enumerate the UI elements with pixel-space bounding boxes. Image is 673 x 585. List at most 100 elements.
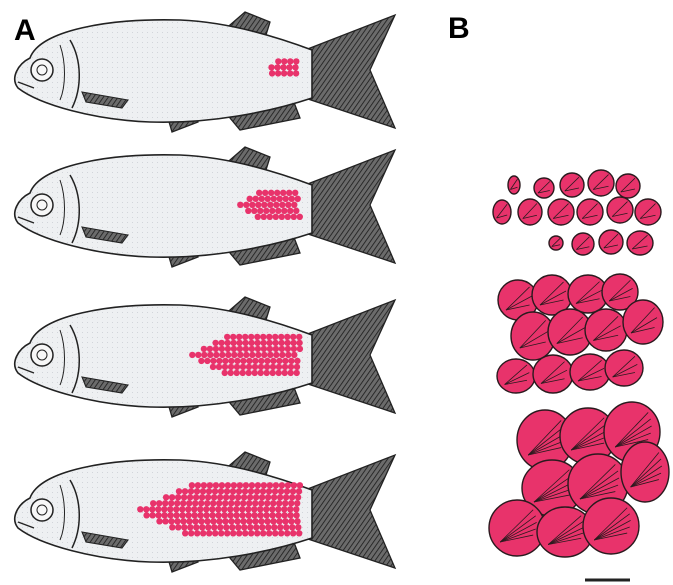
scale-dot	[236, 530, 242, 536]
scale-dot	[289, 524, 295, 530]
scale-dot	[222, 370, 228, 376]
scale-dot	[281, 58, 287, 64]
scale-dot	[271, 494, 277, 500]
scale-dot	[240, 370, 246, 376]
scale-dot	[251, 512, 257, 518]
scale-dot	[149, 512, 155, 518]
scale-dot	[237, 346, 243, 352]
scale-dot	[200, 488, 206, 494]
scale-dot	[198, 500, 204, 506]
scale-dot	[258, 518, 264, 524]
scale-dot	[254, 334, 260, 340]
scale-dot	[181, 494, 187, 500]
scale-dot	[237, 482, 243, 488]
scale-dot	[181, 524, 187, 530]
scale-icon	[493, 200, 511, 224]
scale-dot	[207, 346, 213, 352]
scale-icon	[607, 197, 633, 223]
scale-dot	[224, 340, 230, 346]
scale-dot	[276, 364, 282, 370]
scale-dot	[204, 358, 210, 364]
scale-dot	[236, 340, 242, 346]
scale-dot	[289, 494, 295, 500]
scale-dot	[211, 524, 217, 530]
scale-dot	[284, 340, 290, 346]
scale-dot	[231, 352, 237, 358]
scale-dot	[167, 506, 173, 512]
scale-dot	[291, 202, 297, 208]
scale-dot	[276, 370, 282, 376]
scale-dot	[230, 530, 236, 536]
scale-dot	[240, 518, 246, 524]
scale-dot	[284, 334, 290, 340]
scale-dot	[185, 506, 191, 512]
scale-dot	[240, 358, 246, 364]
scale-dot	[265, 196, 271, 202]
scale-dot	[297, 482, 303, 488]
scale-dot	[270, 518, 276, 524]
scale-dot	[283, 196, 289, 202]
scale-dot	[257, 506, 263, 512]
scale-dot	[258, 364, 264, 370]
scale-dot	[239, 512, 245, 518]
scale-dot	[233, 512, 239, 518]
scale-dot	[252, 358, 258, 364]
scale-dot	[225, 352, 231, 358]
scale-dot	[228, 518, 234, 524]
scale-dot	[222, 358, 228, 364]
scale-dot	[291, 214, 297, 220]
scale-dot	[279, 346, 285, 352]
scale-dot	[167, 512, 173, 518]
scale-dot	[254, 530, 260, 536]
scale-dot	[189, 352, 195, 358]
scale-dot	[200, 530, 206, 536]
scale-dot	[243, 352, 249, 358]
scale-icon	[616, 174, 640, 198]
scale-dot	[256, 190, 262, 196]
scale-dot	[261, 202, 267, 208]
scale-dot	[284, 488, 290, 494]
scale-dot	[259, 524, 265, 530]
scale-dot	[173, 506, 179, 512]
scale-icon	[583, 498, 639, 554]
scale-dot	[210, 518, 216, 524]
scale-dot	[255, 346, 261, 352]
scale-dot	[271, 196, 277, 202]
scale-dot	[258, 370, 264, 376]
scale-dot	[255, 202, 261, 208]
scale-dot	[191, 506, 197, 512]
scale-icon	[570, 354, 610, 390]
scale-dot	[246, 358, 252, 364]
scale-dot	[234, 500, 240, 506]
scale-dot	[213, 346, 219, 352]
scale-dot	[240, 364, 246, 370]
scale-dot	[283, 524, 289, 530]
scale-dot	[198, 358, 204, 364]
scale-dot	[231, 482, 237, 488]
fish-icon	[15, 147, 395, 267]
scale-dot	[258, 500, 264, 506]
scale-dot	[267, 214, 273, 220]
scale-dot	[248, 488, 254, 494]
scale-dot	[215, 512, 221, 518]
scale-dot	[267, 352, 273, 358]
scale-dot	[201, 346, 207, 352]
scale-dot	[281, 208, 287, 214]
scale-dot	[169, 524, 175, 530]
scale-dot	[137, 506, 143, 512]
scale-dot	[253, 494, 259, 500]
scale-dot	[234, 518, 240, 524]
scale-dot	[281, 506, 287, 512]
scale-dot	[249, 482, 255, 488]
scale-dot	[270, 358, 276, 364]
scale-dot	[174, 500, 180, 506]
scale-dot	[287, 512, 293, 518]
scale-icon	[623, 300, 663, 344]
scale-dot	[264, 358, 270, 364]
scale-dot	[264, 518, 270, 524]
scale-dot	[213, 352, 219, 358]
scale-dot	[162, 500, 168, 506]
scale-dot	[273, 202, 279, 208]
scale-dot	[293, 70, 299, 76]
scale-icon	[588, 170, 614, 196]
